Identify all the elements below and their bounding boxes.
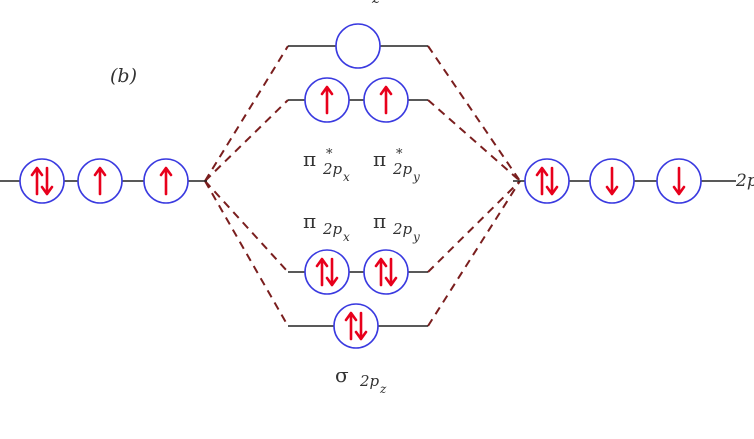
electron-up-arrow [344, 311, 358, 341]
left-orbital-2 [77, 158, 123, 204]
sigma-label: σ 2p z [335, 363, 387, 396]
pi-star-y-label: π * 2p y [373, 147, 420, 184]
orbital-circle [304, 249, 350, 295]
electron-up-arrow [535, 166, 549, 196]
left-orbital-1 [19, 158, 65, 204]
pi-star-x-label: π * 2p x [303, 147, 350, 184]
electron-up-arrow [159, 166, 173, 196]
correlation-line [204, 99, 289, 182]
electron-up-arrow [374, 257, 388, 287]
correlation-line [204, 180, 289, 273]
electron-down-arrow [40, 166, 54, 196]
orbital-circle [363, 249, 409, 295]
electron-down-arrow [384, 257, 398, 287]
orbital-sub: 2p [359, 372, 380, 390]
electron-down-arrow [325, 257, 339, 287]
right-orbital-1 [524, 158, 570, 204]
correlation-line [427, 45, 521, 182]
orbital-circle [19, 158, 65, 204]
pi-symbol: π [303, 147, 316, 171]
orbital-sub: 2p [392, 160, 413, 178]
pi-symbol: π [303, 209, 316, 233]
sigma-star-label-sub: z [371, 0, 380, 7]
correlation-line [427, 180, 521, 327]
orbital-circle [524, 158, 570, 204]
electron-up-arrow [379, 85, 393, 115]
correlation-line [427, 99, 521, 182]
pi-symbol: π [373, 209, 386, 233]
correlation-line [204, 180, 289, 327]
pi-star-y-orbital [363, 77, 409, 123]
right-atomic-label: 2p [735, 171, 754, 191]
sigma-symbol: σ [335, 363, 349, 387]
pi-x-label: π 2p x [303, 209, 350, 244]
orbitals [19, 23, 702, 349]
orbital-sub: 2p [392, 220, 413, 238]
pi-star-x-orbital [304, 77, 350, 123]
orbital-circle [335, 23, 381, 69]
electron-down-arrow [354, 311, 368, 341]
electron-up-arrow [315, 257, 329, 287]
pi-symbol: π [373, 147, 386, 171]
electron-down-arrow [545, 166, 559, 196]
pi-y-label: π 2p y [373, 209, 420, 244]
orbital-sub: 2p [322, 220, 343, 238]
orbital-axis: x [343, 230, 350, 244]
electron-up-arrow [93, 166, 107, 196]
orbital-circle [333, 303, 379, 349]
sigma-star-orbital [335, 23, 381, 69]
star-mark: * [326, 147, 333, 162]
sigma-orbital [333, 303, 379, 349]
orbital-axis: z [379, 382, 387, 396]
pi-y-orbital [363, 249, 409, 295]
star-mark: * [396, 147, 403, 162]
electron-up-arrow [320, 85, 334, 115]
left-orbital-3 [143, 158, 189, 204]
correlation-line [204, 45, 289, 182]
pi-x-orbital [304, 249, 350, 295]
correlation-lines [204, 45, 521, 327]
orbital-axis: x [343, 170, 350, 184]
right-orbital-2 [589, 158, 635, 204]
orbital-axis: y [412, 170, 420, 184]
right-orbital-3 [656, 158, 702, 204]
orbital-axis: y [412, 230, 420, 244]
electron-up-arrow [30, 166, 44, 196]
panel-label: (b) [110, 65, 137, 87]
orbital-sub: 2p [322, 160, 343, 178]
electron-down-arrow [672, 166, 686, 196]
electron-down-arrow [605, 166, 619, 196]
correlation-line [427, 180, 521, 273]
